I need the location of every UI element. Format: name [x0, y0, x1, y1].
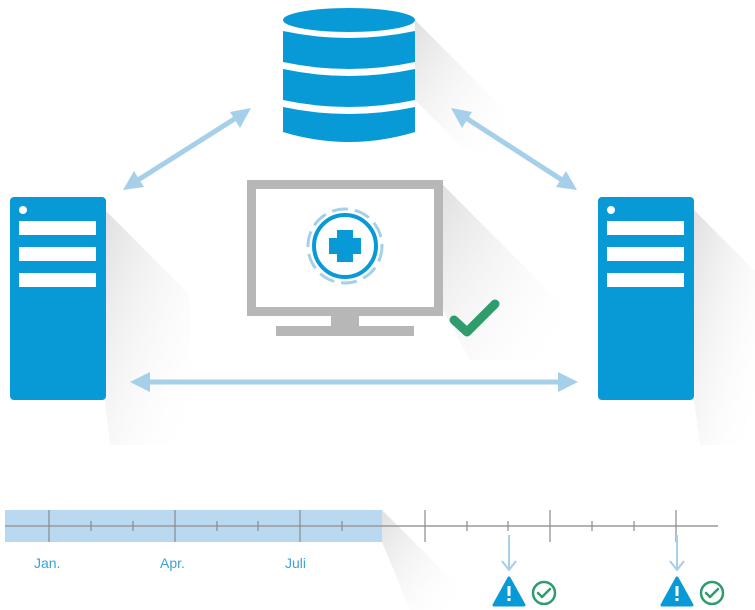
- timeline-marker-1: [492, 535, 557, 607]
- down-arrow-icon: [501, 535, 517, 572]
- warning-icon: [492, 576, 526, 607]
- timeline-label-jan: Jan.: [34, 555, 60, 571]
- monitor-medical-icon: [247, 180, 560, 360]
- down-arrow-icon: [669, 535, 685, 572]
- arrow-database-to-right: [451, 108, 577, 190]
- server-right-icon: [598, 197, 755, 445]
- database-icon: [283, 8, 505, 150]
- arrow-left-to-right: [130, 372, 578, 392]
- check-circle-icon: [531, 580, 557, 606]
- timeline-marker-2: [660, 535, 725, 607]
- timeline-label-apr: Apr.: [160, 555, 185, 571]
- timeline: Jan. Apr. Juli: [5, 510, 718, 610]
- check-circle-icon: [699, 580, 725, 606]
- arrow-left-to-database: [123, 108, 251, 190]
- checkmark-icon: [449, 299, 500, 337]
- timeline-label-juli: Juli: [285, 555, 306, 571]
- server-left-icon: [10, 197, 190, 445]
- warning-icon: [660, 576, 694, 607]
